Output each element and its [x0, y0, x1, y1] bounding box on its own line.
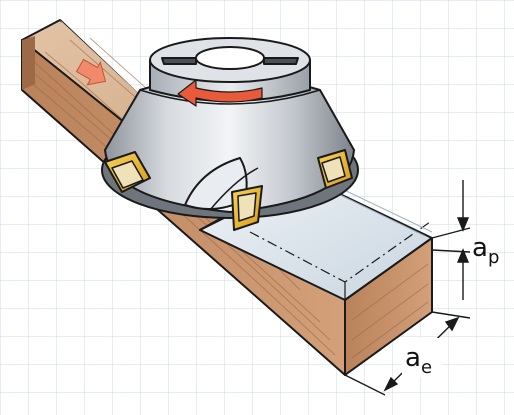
- dimension-ap: [431, 180, 471, 300]
- label-ap: ap: [472, 233, 499, 268]
- insert-left: [104, 151, 151, 193]
- rotation-arrow-icon: [177, 79, 263, 107]
- insert-right: [317, 149, 353, 189]
- insert-front: [231, 185, 263, 231]
- label-ae-bg: [402, 338, 442, 378]
- feed-arrow-icon: [75, 58, 107, 86]
- label-ae: ae: [405, 343, 432, 378]
- cutter-bore: [195, 46, 265, 70]
